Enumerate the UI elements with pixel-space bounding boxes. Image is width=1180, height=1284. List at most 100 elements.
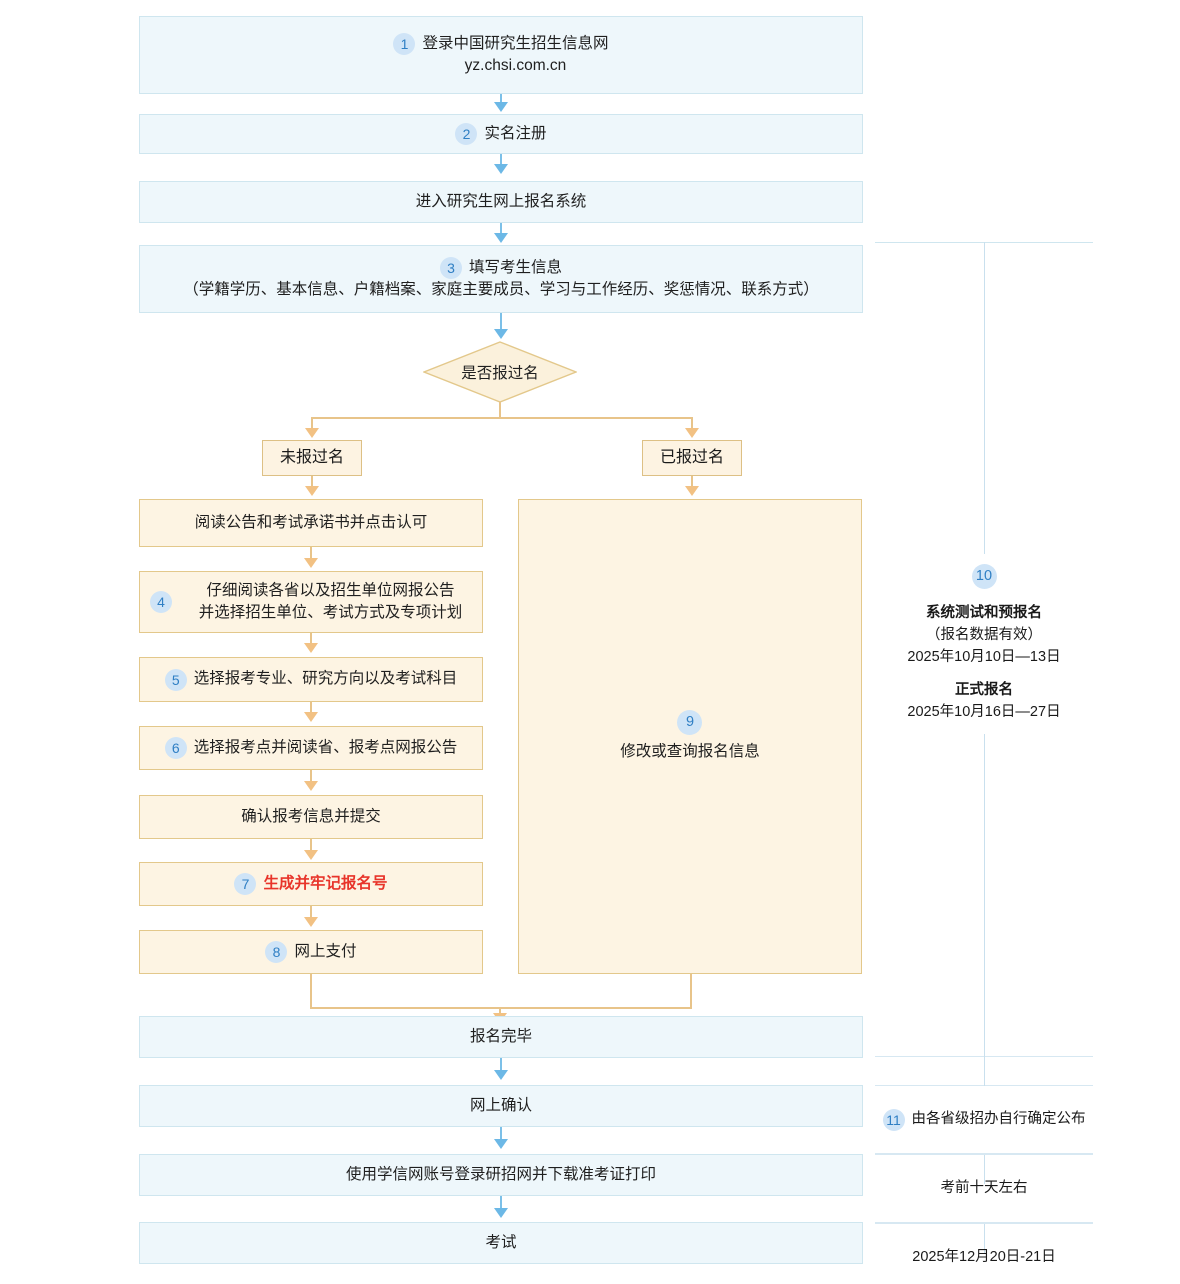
step-badge-6: 6 xyxy=(164,737,187,759)
arrow-step5-to-step6 xyxy=(304,712,318,722)
branch-not-registered-label: 未报过名 xyxy=(279,449,344,467)
timeline-exam-label: 2025年12月20日-21日 xyxy=(912,1248,1056,1265)
step-badge-5: 5 xyxy=(164,668,187,691)
node-realname-register: 2 实名注册 xyxy=(139,114,863,154)
step-badge-2: 2 xyxy=(455,123,478,145)
connector-decision-stem xyxy=(499,402,501,418)
connector-step9-merge-down xyxy=(690,974,692,1009)
timeline-cell-online-confirm: 11 由各省级招办自行确定公布 xyxy=(875,1085,1093,1154)
node-fill-info-line1-row: 3 填写考生信息 xyxy=(439,256,562,279)
arrow-realname-to-system xyxy=(494,164,508,174)
connector-system-to-fillinfo xyxy=(500,223,502,237)
node-online-confirmation: 网上确认 xyxy=(139,1085,863,1127)
arrow-step4-to-step5 xyxy=(304,643,318,653)
node-choose-major-row: 5 选择报考专业、研究方向以及考试科目 xyxy=(164,668,458,691)
step-badge-8: 8 xyxy=(265,941,288,963)
timeline-tick-ticket-bottom xyxy=(984,1223,985,1253)
connector-decision-split xyxy=(311,417,692,419)
node-choose-major: 5 选择报考专业、研究方向以及考试科目 xyxy=(139,657,483,702)
connector-merge-stem xyxy=(499,1007,501,1017)
arrow-step6-to-confirm xyxy=(304,781,318,791)
timeline-cell-download-ticket: 考前十天左右 xyxy=(875,1154,1093,1223)
node-confirm-and-submit-label: 确认报考信息并提交 xyxy=(241,807,381,825)
node-generate-number-row: 7 生成并牢记报名号 xyxy=(234,873,388,895)
timeline-confirm-row: 11 由各省级招办自行确定公布 xyxy=(882,1108,1086,1131)
arrow-decision-to-registered xyxy=(685,428,699,438)
node-branch-already-registered: 已报过名 xyxy=(642,440,742,476)
connector-notreg-to-readnotice xyxy=(311,476,313,488)
node-fill-candidate-info: 3 填写考生信息 （学籍学历、基本信息、户籍档案、家庭主要成员、学习与工作经历、… xyxy=(139,245,863,313)
connector-reg-to-modify xyxy=(691,476,693,488)
node-generate-number-label: 生成并牢记报名号 xyxy=(263,874,388,892)
timeline-cell-exam-date: 2025年12月20日-21日 xyxy=(875,1223,1093,1284)
node-online-payment-row: 8 网上支付 xyxy=(265,941,357,963)
connector-fillinfo-to-decision xyxy=(500,313,502,333)
node-choose-exam-site: 6 选择报考点并阅读省、报考点网报公告 xyxy=(139,726,483,770)
node-exam-label: 考试 xyxy=(485,1233,517,1251)
node-enter-system-label: 进入研究生网上报名系统 xyxy=(415,192,587,210)
timeline-ticket-label: 考前十天左右 xyxy=(940,1179,1028,1196)
arrow-login-to-realname xyxy=(494,102,508,112)
arrow-ticket-to-exam xyxy=(494,1208,508,1218)
connector-step4-to-step5 xyxy=(310,633,312,645)
connector-merge-horizontal xyxy=(310,1007,692,1009)
node-fill-info-line1: 填写考生信息 xyxy=(468,258,562,276)
timeline-tick-upper xyxy=(984,242,985,554)
node-enter-system: 进入研究生网上报名系统 xyxy=(139,181,863,223)
decision-label: 是否报过名 xyxy=(461,365,539,382)
node-online-confirmation-label: 网上确认 xyxy=(469,1096,532,1114)
node-modify-or-query-info: 9 修改或查询报名信息 xyxy=(518,499,862,974)
timeline-registration-title1: 系统测试和预报名 xyxy=(926,605,1042,622)
connector-step7-to-step8 xyxy=(310,906,312,919)
timeline-tick-confirm-bottom xyxy=(984,1154,985,1184)
arrow-notreg-to-readnotice xyxy=(305,486,319,496)
connector-step5-to-step6 xyxy=(310,702,312,714)
node-branch-not-registered: 未报过名 xyxy=(262,440,362,476)
node-login-line2: yz.chsi.com.cn xyxy=(464,57,567,74)
connector-step8-merge-down xyxy=(310,974,312,1009)
node-choose-exam-site-row: 6 选择报考点并阅读省、报考点网报公告 xyxy=(164,737,458,759)
timeline-panel: 10 系统测试和预报名 （报名数据有效） 2025年10月10日—13日 正式报… xyxy=(875,242,1093,1284)
branch-already-registered-label: 已报过名 xyxy=(659,449,724,467)
arrow-readnotice-to-step4 xyxy=(304,558,318,568)
connector-readnotice-to-step4 xyxy=(310,547,312,561)
timeline-registration-date2: 2025年10月16日—27日 xyxy=(907,704,1061,721)
node-choose-exam-site-label: 选择报考点并阅读省、报考点网报公告 xyxy=(193,738,458,756)
node-realname-row: 2 实名注册 xyxy=(455,123,547,145)
node-modify-or-query-label: 修改或查询报名信息 xyxy=(620,742,760,760)
timeline-tick-confirm-top xyxy=(984,1056,985,1086)
node-read-province-announcements: 4 仔细阅读各省以及招生单位网报公告 并选择招生单位、考试方式及专项计划 xyxy=(139,571,483,633)
node-choose-major-label: 选择报考专业、研究方向以及考试科目 xyxy=(193,670,458,688)
step-badge-11: 11 xyxy=(882,1108,905,1131)
step-badge-4: 4 xyxy=(150,591,172,613)
node-online-payment: 8 网上支付 xyxy=(139,930,483,974)
node-login: 1 登录中国研究生招生信息网 yz.chsi.com.cn xyxy=(139,16,863,94)
node-read-province-line1: 仔细阅读各省以及招生单位网报公告 xyxy=(206,581,455,599)
connector-realname-to-system xyxy=(500,154,502,168)
node-read-notice-and-commitment: 阅读公告和考试承诺书并点击认可 xyxy=(139,499,483,547)
arrow-confirm-to-step7 xyxy=(304,850,318,860)
decision-has-registered-before: 是否报过名 xyxy=(423,341,577,403)
node-generate-registration-number: 7 生成并牢记报名号 xyxy=(139,862,483,906)
node-login-line1: 登录中国研究生招生信息网 xyxy=(422,34,609,52)
connector-decision-left-drop xyxy=(311,417,313,430)
timeline-registration-title2: 正式报名 xyxy=(955,682,1013,699)
connector-step6-to-confirm xyxy=(310,770,312,784)
node-read-notice-label: 阅读公告和考试承诺书并点击认可 xyxy=(194,513,428,531)
node-registration-complete-label: 报名完毕 xyxy=(469,1027,532,1045)
node-confirm-and-submit: 确认报考信息并提交 xyxy=(139,795,483,839)
step-badge-7: 7 xyxy=(234,873,257,895)
timeline-confirm-label: 由各省级招办自行确定公布 xyxy=(911,1110,1086,1127)
arrow-decision-to-not-registered xyxy=(305,428,319,438)
node-download-admission-ticket: 使用学信网账号登录研招网并下载准考证打印 xyxy=(139,1154,863,1196)
node-read-province-line2: 并选择招生单位、考试方式及专项计划 xyxy=(198,604,463,621)
arrow-step7-to-step8 xyxy=(304,917,318,927)
node-exam: 考试 xyxy=(139,1222,863,1264)
node-realname-label: 实名注册 xyxy=(484,124,547,142)
node-online-payment-label: 网上支付 xyxy=(294,942,357,960)
arrow-reg-to-modify xyxy=(685,486,699,496)
connector-confirm-to-step7 xyxy=(310,839,312,852)
step-badge-10: 10 xyxy=(971,564,997,590)
step-badge-1: 1 xyxy=(393,32,416,55)
